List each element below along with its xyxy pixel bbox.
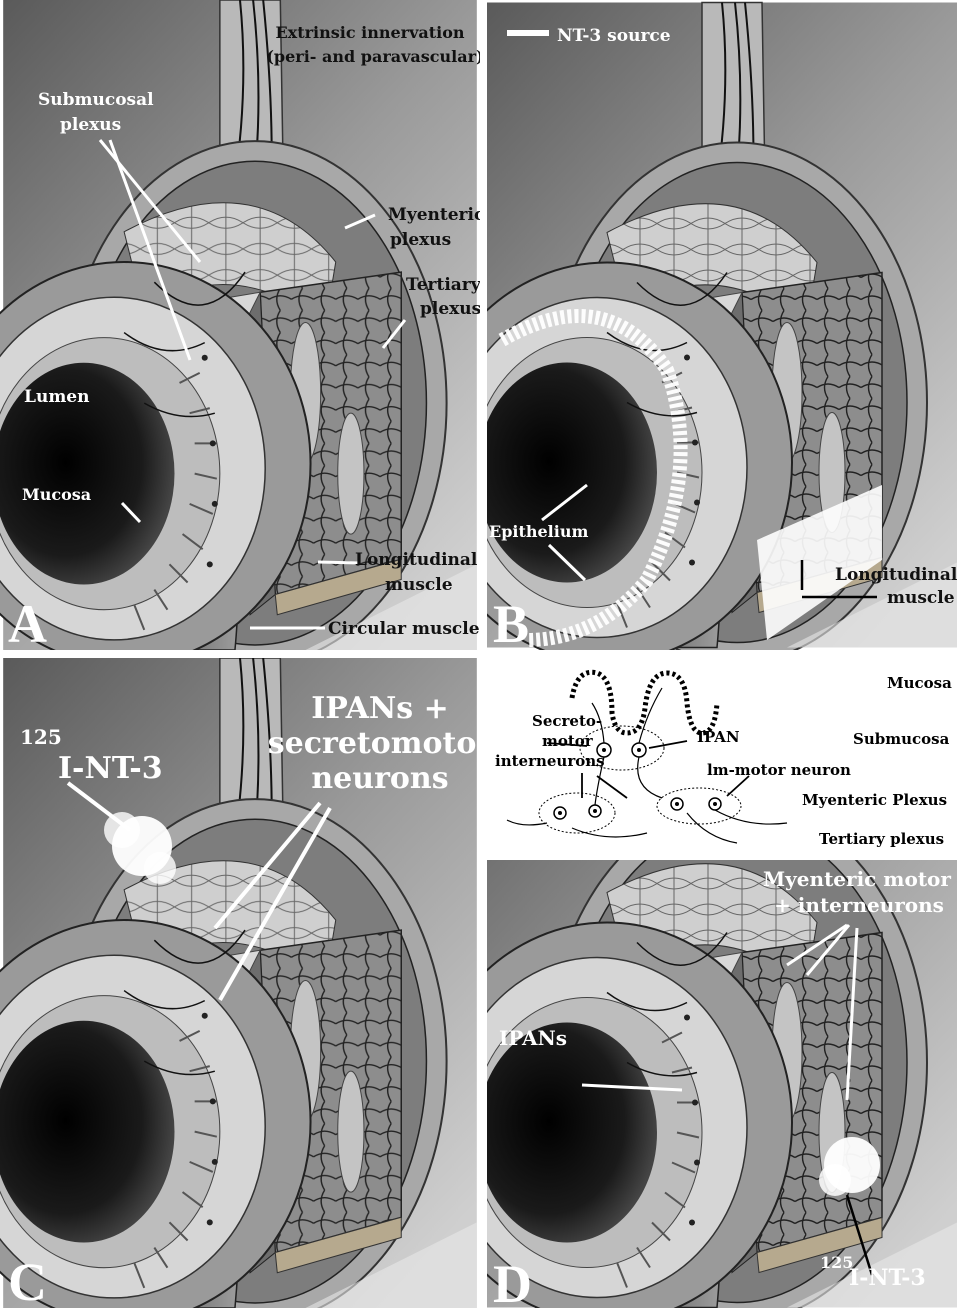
ipans-label-1: IPANs + [311, 691, 449, 726]
panel-a: Extrinsic innervation (peri- and paravas… [0, 0, 480, 650]
longitudinal-label-b-2: muscle [887, 588, 955, 608]
ipan-schematic-label: IPAN [697, 728, 740, 746]
panel-letter-c: C [8, 1252, 47, 1308]
secreto-label-1: Secreto- [532, 712, 602, 730]
isotope-superscript-c: 125 [20, 725, 62, 749]
nt3-source-swatch [507, 30, 549, 36]
neuron-schematic: Secreto- motor interneurons IPAN lm-moto… [487, 658, 957, 858]
isotope-label-c: I-NT-3 [58, 751, 163, 786]
myenteric-d-label-2: + interneurons [774, 893, 944, 917]
nt3-source-label: NT-3 source [557, 26, 671, 46]
layer-tertiary-label: Tertiary plexus [819, 830, 944, 848]
secreto-label-3: interneurons [495, 752, 605, 770]
epithelium-label: Epithelium [489, 522, 588, 541]
panel-letter-d: D [493, 1254, 532, 1308]
panel-d-figure: Myenteric motor + interneurons IPANs 125… [487, 860, 957, 1308]
schematic-figure: Secreto- motor interneurons IPAN lm-moto… [487, 658, 957, 858]
panel-a-figure: Extrinsic innervation (peri- and paravas… [0, 0, 480, 650]
extrinsic-label-2: (peri- and paravascular) [266, 47, 480, 66]
lm-motor-label: lm-motor neuron [707, 761, 851, 779]
layer-mucosa-label: Mucosa [887, 674, 952, 692]
submucosal-label-2: plexus [60, 115, 121, 135]
tertiary-label-2: plexus [420, 299, 480, 319]
panel-b: NT-3 source Epithelium Longitudinal musc… [487, 0, 957, 650]
longitudinal-label-1: Longitudinal [355, 550, 478, 570]
panel-b-figure: NT-3 source Epithelium Longitudinal musc… [487, 0, 957, 650]
panel-letter-b: B [493, 594, 529, 650]
panel-c: 125 I-NT-3 IPANs + secretomotor neurons … [0, 658, 480, 1308]
longitudinal-label-b-1: Longitudinal [835, 565, 957, 585]
tertiary-label-1: Tertiary [406, 275, 480, 295]
submucosal-label-1: Submucosal [38, 90, 154, 110]
ipans-label-2: secretomotor [268, 726, 480, 761]
ipans-d-label: IPANs [499, 1026, 567, 1050]
secreto-label-2: motor [542, 732, 594, 750]
mucosa-label: Mucosa [22, 485, 91, 504]
myenteric-label-2: plexus [390, 230, 451, 250]
panel-c-figure: 125 I-NT-3 IPANs + secretomotor neurons … [0, 658, 480, 1308]
lumen-label: Lumen [24, 387, 89, 407]
isotope-label-d: I-NT-3 [849, 1265, 926, 1291]
panel-d: Myenteric motor + interneurons IPANs 125… [487, 860, 957, 1308]
panel-letter-a: A [8, 594, 47, 650]
myenteric-d-label-1: Myenteric motor [763, 867, 951, 891]
extrinsic-label-1: Extrinsic innervation [275, 23, 464, 42]
layer-myenteric-label: Myenteric Plexus [802, 791, 947, 809]
layer-submucosa-label: Submucosa [853, 730, 950, 748]
ipans-label-3: neurons [311, 761, 448, 796]
circular-muscle-label: Circular muscle [328, 619, 480, 639]
longitudinal-label-2: muscle [385, 575, 453, 595]
myenteric-label-1: Myenteric [388, 205, 480, 225]
